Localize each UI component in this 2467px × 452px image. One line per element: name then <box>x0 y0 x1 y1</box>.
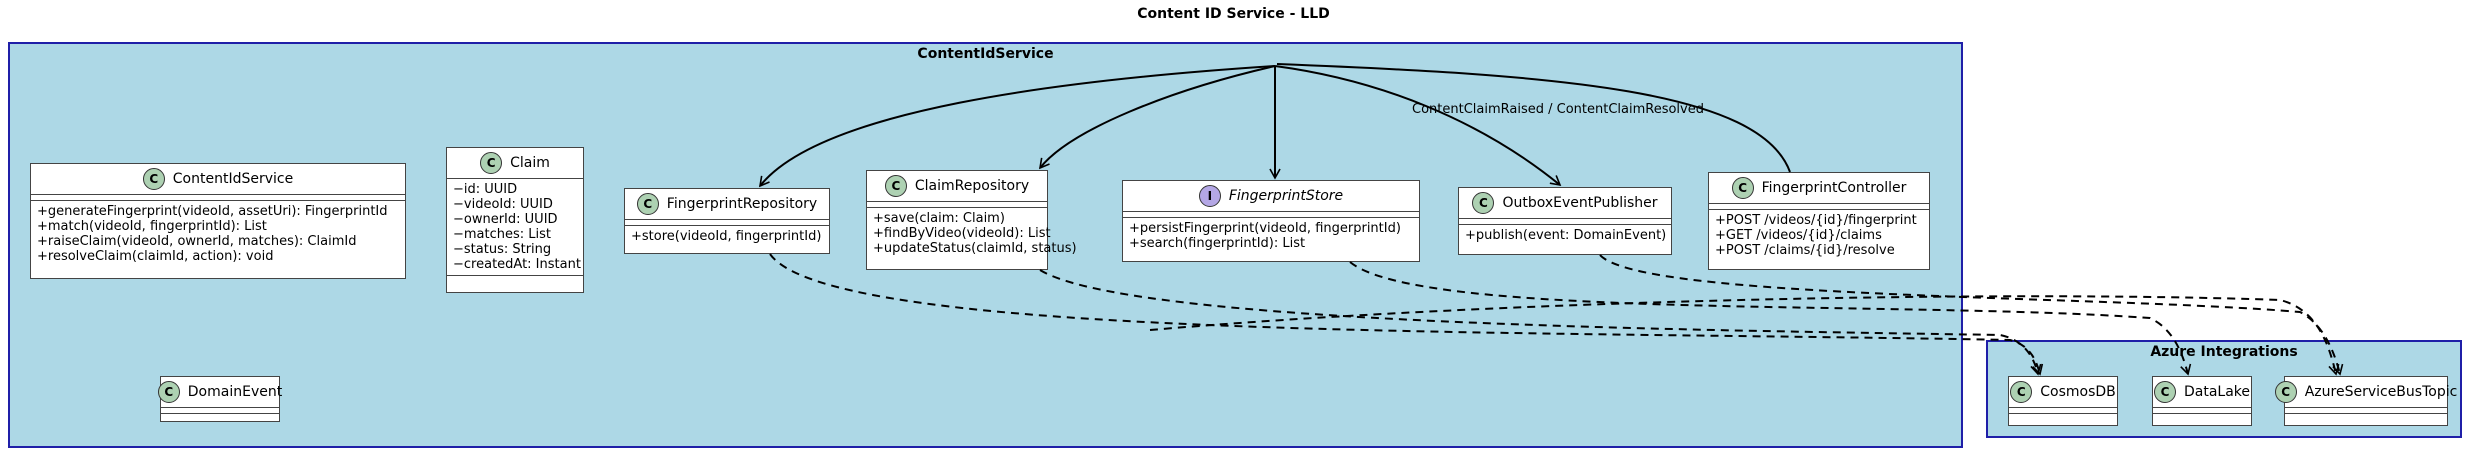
class-method: +store(videoId, fingerprintId) <box>631 229 822 244</box>
edge-fingerprint-store-to-data-lake <box>1349 261 2192 376</box>
class-stereotype-icon: C <box>636 193 659 215</box>
class-cosmos-db[interactable]: C CosmosDB <box>2008 376 2118 426</box>
class-attributes <box>1709 204 1929 210</box>
class-methods: +persistFingerprint(videoId, fingerprint… <box>1123 218 1419 254</box>
class-method: +generateFingerprint(videoId, assetUri):… <box>37 204 388 219</box>
class-method: +findByVideo(videoId): List <box>873 226 1051 241</box>
class-attributes <box>2009 408 2117 414</box>
class-name: ContentIdService <box>172 171 294 187</box>
class-attributes <box>867 202 1047 208</box>
class-stereotype-icon: C <box>157 381 180 403</box>
class-attribute: −matches: List <box>453 227 552 242</box>
class-name: Claim <box>510 155 550 171</box>
edge-to-fingerprint-repository <box>758 65 1276 188</box>
edge-cross-to-service-bus <box>1149 295 2340 376</box>
class-name: FingerprintRepository <box>666 196 818 212</box>
class-attribute: −videoId: UUID <box>453 197 553 212</box>
class-header: I FingerprintStore <box>1123 181 1419 212</box>
edge-to-claim-repository <box>1038 65 1276 170</box>
class-stereotype-icon: C <box>1731 177 1754 199</box>
class-header: C ContentIdService <box>31 164 405 195</box>
class-header: C OutboxEventPublisher <box>1459 188 1671 219</box>
class-stereotype-icon: C <box>2010 381 2033 403</box>
class-attributes <box>2285 408 2447 414</box>
class-attributes <box>31 195 405 201</box>
diagram-title: Content ID Service - LLD <box>1137 6 1330 22</box>
class-name: CosmosDB <box>2040 384 2116 400</box>
class-methods: +POST /videos/{id}/fingerprint +GET /vid… <box>1709 210 1929 261</box>
class-attributes: −id: UUID −videoId: UUID −ownerId: UUID … <box>447 179 583 276</box>
class-attribute: −id: UUID <box>453 182 518 197</box>
class-attributes <box>2153 408 2251 414</box>
class-attributes <box>625 220 829 226</box>
class-method: +raiseClaim(videoId, ownerId, matches): … <box>37 234 357 249</box>
class-stereotype-icon: C <box>884 175 907 197</box>
class-claim-repository[interactable]: C ClaimRepository +save(claim: Claim) +f… <box>866 170 1077 270</box>
edge-from-fingerprint-controller <box>1276 63 1791 173</box>
class-attribute: −status: String <box>453 242 552 257</box>
class-attribute: −ownerId: UUID <box>453 212 558 227</box>
class-header: C DomainEvent <box>157 377 283 408</box>
class-method: +persistFingerprint(videoId, fingerprint… <box>1129 221 1401 236</box>
package-label: Azure Integrations <box>2150 344 2298 360</box>
class-attributes <box>161 408 279 414</box>
class-name: AzureServiceBusTopic <box>2304 384 2458 400</box>
class-name: OutboxEventPublisher <box>1502 195 1658 211</box>
class-header: C AzureServiceBusTopic <box>2274 377 2457 408</box>
class-methods: +generateFingerprint(videoId, assetUri):… <box>31 201 405 267</box>
class-method: +updateStatus(claimId, status) <box>873 241 1077 256</box>
class-name: FingerprintStore <box>1228 188 1344 204</box>
class-methods: +store(videoId, fingerprintId) <box>625 226 829 247</box>
edge-fingerprint-repository-to-cosmos-db <box>769 253 2044 376</box>
edge-to-outbox-event-publisher <box>1274 65 1562 187</box>
class-method: +save(claim: Claim) <box>873 211 1005 226</box>
class-name: ClaimRepository <box>914 178 1030 194</box>
class-attributes <box>1123 212 1419 218</box>
class-content-id-service[interactable]: C ContentIdService +generateFingerprint(… <box>30 163 406 279</box>
class-attribute: −createdAt: Instant <box>453 257 581 272</box>
interface-fingerprint-store[interactable]: I FingerprintStore +persistFingerprint(v… <box>1122 180 1420 262</box>
class-stereotype-icon: C <box>2274 381 2297 403</box>
class-name: DomainEvent <box>187 384 283 400</box>
class-stereotype-icon: C <box>1472 192 1495 214</box>
edge-claim-repository-to-cosmos-db <box>1039 269 2042 376</box>
class-header: C Claim <box>447 148 583 179</box>
class-header: C DataLake <box>2153 377 2251 408</box>
class-name: FingerprintController <box>1761 180 1907 196</box>
class-header: C FingerprintController <box>1709 173 1929 204</box>
class-stereotype-icon: C <box>480 152 503 174</box>
edge-label-outbox: ContentClaimRaised / ContentClaimResolve… <box>1412 102 1704 117</box>
class-domain-event[interactable]: C DomainEvent <box>157 376 283 422</box>
class-attributes <box>1459 219 1671 225</box>
class-method: +resolveClaim(claimId, action): void <box>37 249 274 264</box>
class-name: DataLake <box>2183 384 2251 400</box>
class-header: C CosmosDB <box>2009 377 2117 408</box>
interface-stereotype-icon: I <box>1198 185 1221 207</box>
class-method: +POST /claims/{id}/resolve <box>1715 243 1895 258</box>
class-azure-service-bus-topic[interactable]: C AzureServiceBusTopic <box>2274 376 2457 426</box>
class-method: +search(fingerprintId): List <box>1129 236 1306 251</box>
class-stereotype-icon: C <box>142 168 165 190</box>
class-data-lake[interactable]: C DataLake <box>2152 376 2252 426</box>
class-method: +POST /videos/{id}/fingerprint <box>1715 213 1917 228</box>
class-fingerprint-controller[interactable]: C FingerprintController +POST /videos/{i… <box>1708 172 1930 270</box>
class-header: C ClaimRepository <box>867 171 1047 202</box>
class-methods: +publish(event: DomainEvent) <box>1459 225 1671 246</box>
class-fingerprint-repository[interactable]: C FingerprintRepository +store(videoId, … <box>624 188 830 254</box>
package-label: ContentIdService <box>917 46 1054 62</box>
class-methods: +save(claim: Claim) +findByVideo(videoId… <box>867 208 1077 259</box>
class-header: C FingerprintRepository <box>625 189 829 220</box>
class-method: +GET /videos/{id}/claims <box>1715 228 1882 243</box>
class-method: +match(videoId, fingerprintId): List <box>37 219 267 234</box>
class-outbox-event-publisher[interactable]: C OutboxEventPublisher +publish(event: D… <box>1458 187 1672 255</box>
class-stereotype-icon: C <box>2153 381 2176 403</box>
class-claim[interactable]: C Claim −id: UUID −videoId: UUID −ownerI… <box>446 147 584 293</box>
edge-outbox-to-service-bus <box>1599 254 2344 376</box>
class-method: +publish(event: DomainEvent) <box>1465 228 1667 243</box>
